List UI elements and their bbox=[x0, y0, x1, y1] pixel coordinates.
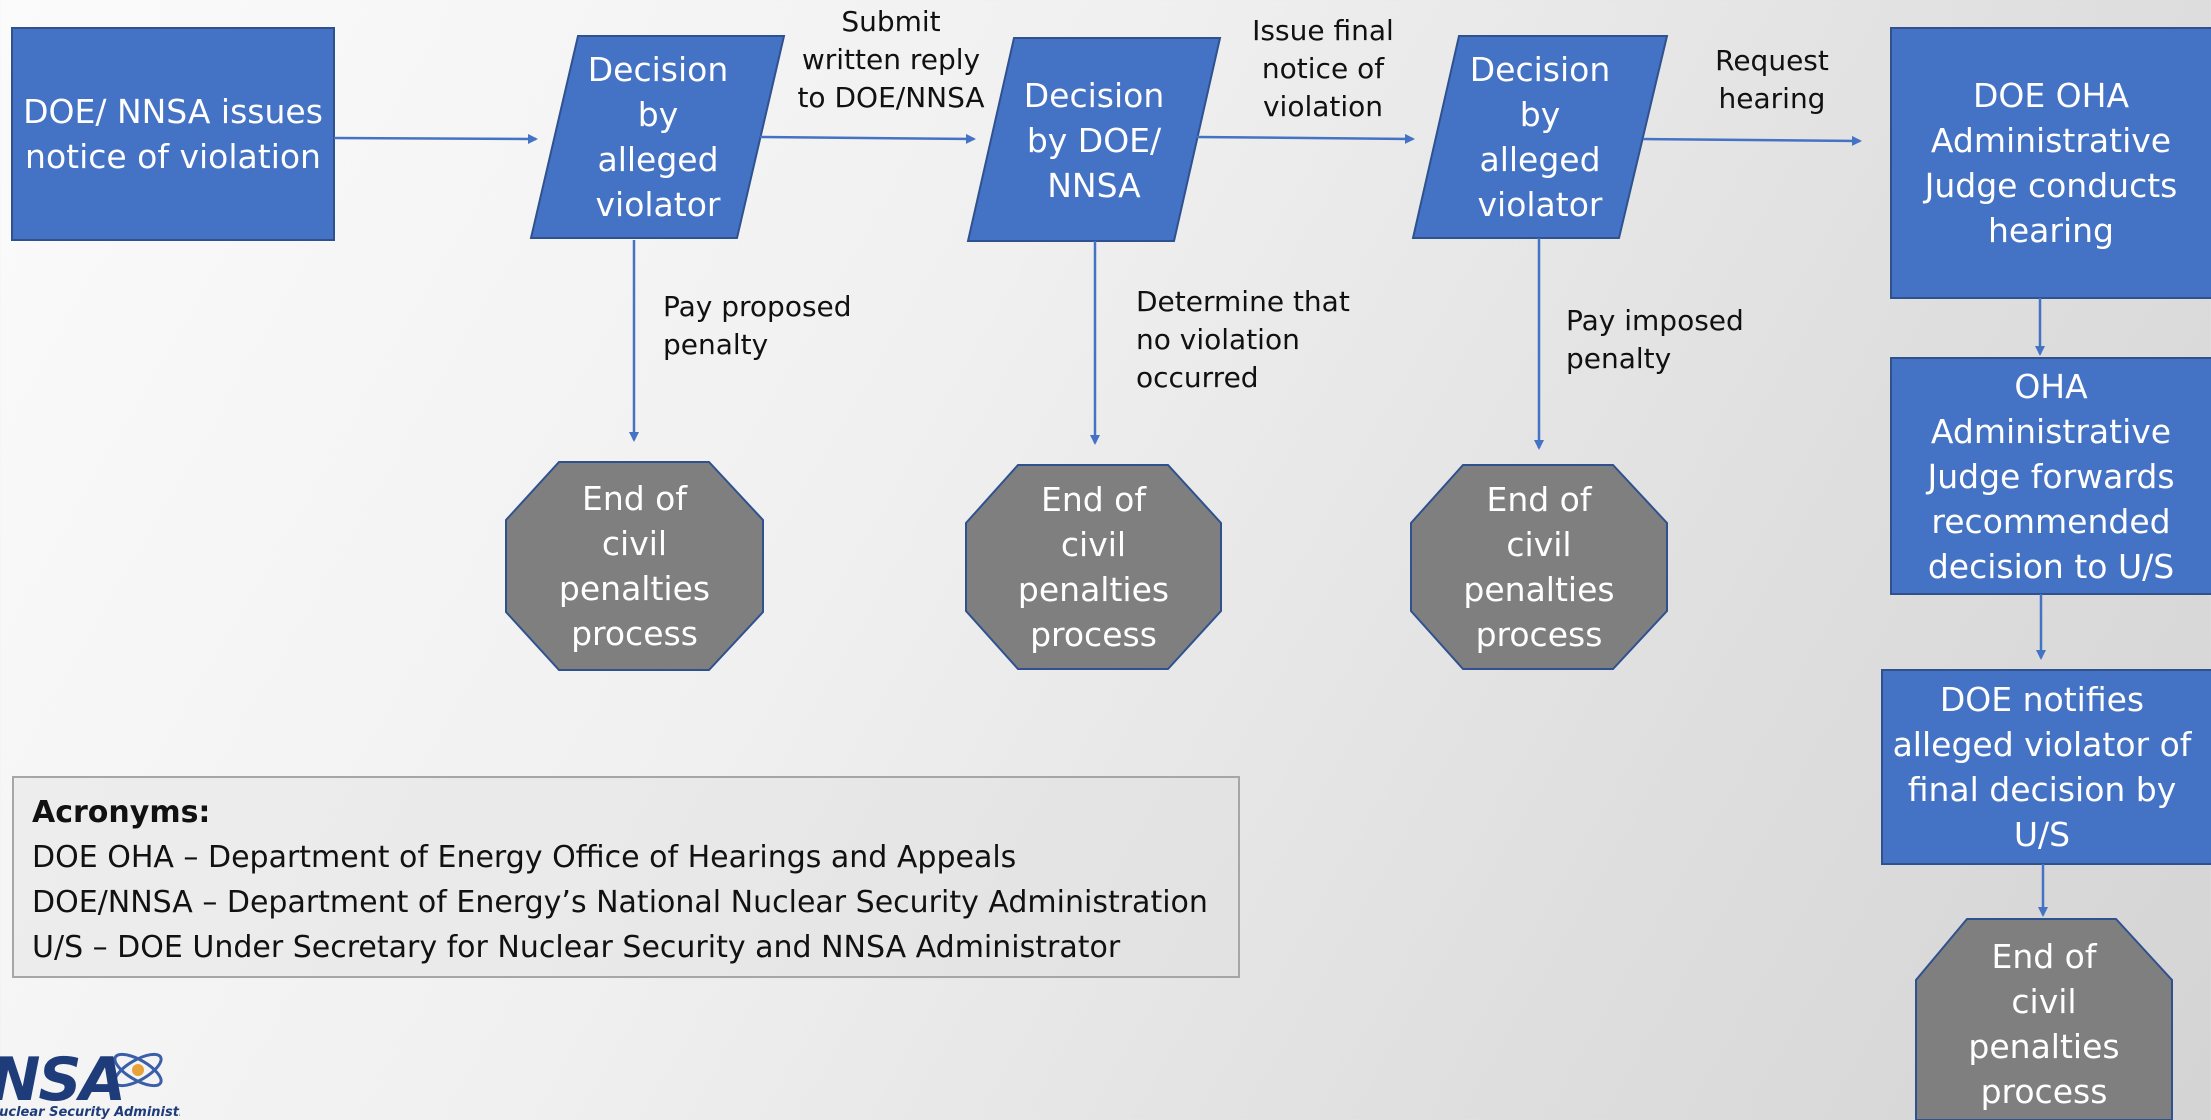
edge-label-issue-final: Issue final notice of violation bbox=[1228, 12, 1418, 126]
logo-wordmark: NNSA bbox=[0, 1045, 124, 1115]
edge-label-request-hearing: Request hearing bbox=[1690, 42, 1854, 118]
decision-violator-1-line4: violator bbox=[595, 185, 721, 224]
end-octagon-4: End of civil penalties process bbox=[1916, 927, 2172, 1120]
end-3-line3: penalties bbox=[1463, 570, 1615, 609]
oha-hearing-line4: hearing bbox=[1987, 211, 2115, 250]
oha-forwards-box-shape bbox=[1890, 357, 2211, 595]
acronym-item-nnsa: DOE/NNSA – Department of Energy’s Nation… bbox=[32, 885, 1208, 920]
end-2-line3: penalties bbox=[1017, 570, 1170, 609]
issue-final-line2: notice of bbox=[1261, 52, 1385, 85]
start-box: DOE/ NNSA issues notice of violation bbox=[12, 28, 334, 240]
end-4-line2: civil bbox=[2011, 981, 2077, 1021]
logo-tagline: National Nuclear Security Administration bbox=[0, 1105, 180, 1120]
oha-hearing-line2: Administrative bbox=[1930, 121, 2172, 160]
end-octagon-3-shape bbox=[1410, 464, 1668, 670]
end-2-line4: process bbox=[1030, 615, 1157, 654]
oha-forwards-line4: recommended bbox=[1931, 501, 2171, 541]
acronyms-title: Acronyms: bbox=[32, 795, 211, 830]
decision-doe-nnsa-line2: by DOE/ bbox=[1026, 120, 1162, 160]
pay-proposed-line2: penalty bbox=[663, 328, 769, 361]
decision-violator-1: Decision by alleged violator bbox=[556, 40, 760, 234]
oha-forwards-line5: decision to U/S bbox=[1927, 546, 2175, 586]
arrow-decision2-to-oha bbox=[1642, 135, 1862, 146]
decision-doe-nnsa-line3: NNSA bbox=[1047, 165, 1141, 205]
decision-violator-2-line4: violator bbox=[1477, 185, 1603, 224]
end-1-line2: civil bbox=[601, 524, 668, 563]
doe-notifies-box: DOE notifies alleged violator of final d… bbox=[1882, 670, 2202, 864]
doe-notifies-line3: final decision by bbox=[1907, 770, 2177, 809]
pay-imposed-line1: Pay imposed bbox=[1566, 304, 1744, 337]
decision-violator-1-line1: Decision bbox=[587, 50, 729, 89]
end-octagon-4-shape bbox=[1915, 918, 2173, 1120]
oha-forwards-line2: Administrative bbox=[1930, 411, 2172, 451]
decision-doe-nnsa-line1: Decision bbox=[1023, 75, 1165, 115]
end-3-line4: process bbox=[1475, 615, 1603, 654]
decision-violator-2-line2: by bbox=[1519, 95, 1561, 134]
end-2-line2: civil bbox=[1060, 525, 1127, 564]
doe-notifies-line1: DOE notifies bbox=[1939, 680, 2145, 719]
acronyms-legend: Acronyms: DOE OHA – Department of Energy… bbox=[12, 776, 1240, 978]
oha-hearing-line3: Judge conducts bbox=[1924, 166, 2178, 205]
submit-reply-line3: to DOE/NNSA bbox=[797, 81, 985, 114]
end-3-line2: civil bbox=[1506, 525, 1572, 564]
edge-label-submit-reply: Submit written reply to DOE/NNSA bbox=[796, 3, 986, 117]
end-1-line4: process bbox=[571, 614, 698, 653]
oha-forwards-line3: Judge forwards bbox=[1927, 456, 2175, 496]
decision-violator-2: Decision by alleged violator bbox=[1438, 40, 1642, 234]
nnsa-logo: NNSA National Nuclear Security Administr… bbox=[0, 1040, 223, 1120]
start-box-shape bbox=[11, 27, 335, 241]
decision-violator-2-line1: Decision bbox=[1469, 50, 1611, 89]
submit-reply-line2: written reply bbox=[801, 43, 981, 76]
end-1-line3: penalties bbox=[558, 569, 711, 608]
end-4-line1: End of bbox=[1991, 936, 2097, 976]
submit-reply-line1: Submit bbox=[841, 5, 941, 38]
no-violation-line1: Determine that bbox=[1136, 285, 1350, 318]
decision-doe-nnsa: Decision by DOE/ NNSA bbox=[992, 42, 1196, 238]
end-1-line1: End of bbox=[581, 479, 687, 518]
acronym-item-oha: DOE OHA – Department of Energy Office of… bbox=[32, 840, 1017, 875]
decision-doe-nnsa-shape bbox=[966, 37, 1222, 242]
issue-final-line1: Issue final bbox=[1252, 14, 1394, 47]
end-octagon-1: End of civil penalties process bbox=[506, 462, 763, 670]
edge-label-no-violation: Determine that no violation occurred bbox=[1136, 283, 1350, 397]
acronym-item-us: U/S – DOE Under Secretary for Nuclear Se… bbox=[32, 930, 1121, 965]
end-3-line1: End of bbox=[1486, 480, 1592, 519]
arrow-decision1-to-doe bbox=[759, 133, 976, 144]
decision-violator-1-line2: by bbox=[637, 95, 679, 134]
end-octagon-2: End of civil penalties process bbox=[966, 465, 1221, 669]
end-octagon-3: End of civil penalties process bbox=[1411, 465, 1667, 669]
end-octagon-1-shape bbox=[505, 461, 764, 671]
oha-hearing-box: DOE OHA Administrative Judge conducts he… bbox=[1891, 28, 2211, 298]
request-hearing-line2: hearing bbox=[1718, 82, 1826, 115]
no-violation-line3: occurred bbox=[1136, 361, 1259, 394]
end-4-line4: process bbox=[1980, 1071, 2108, 1111]
edge-label-pay-imposed: Pay imposed penalty bbox=[1566, 302, 1744, 378]
end-2-line1: End of bbox=[1040, 480, 1146, 519]
end-octagon-2-shape bbox=[965, 464, 1222, 670]
issue-final-line3: violation bbox=[1262, 90, 1384, 123]
pay-proposed-line1: Pay proposed bbox=[663, 290, 852, 323]
edge-label-pay-proposed: Pay proposed penalty bbox=[663, 288, 852, 364]
decision-violator-1-shape bbox=[529, 35, 786, 239]
decision-violator-1-line3: alleged bbox=[597, 140, 719, 179]
request-hearing-line1: Request bbox=[1715, 44, 1829, 77]
nnsa-logo-graphic: NNSA National Nuclear Security Administr… bbox=[0, 1045, 223, 1120]
end-4-line3: penalties bbox=[1968, 1026, 2120, 1066]
oha-forwards-line1: OHA bbox=[2014, 366, 2088, 406]
oha-hearing-line1: DOE OHA bbox=[1972, 76, 2130, 115]
pay-imposed-line2: penalty bbox=[1566, 342, 1672, 375]
arrow-doe-to-decision2 bbox=[1196, 133, 1415, 144]
decision-violator-2-shape bbox=[1411, 35, 1669, 239]
arrow-start-to-decision1 bbox=[333, 133, 538, 144]
doe-notifies-line2: alleged violator of bbox=[1892, 725, 2192, 764]
doe-notifies-box-shape bbox=[1881, 669, 2211, 865]
oha-hearing-box-shape bbox=[1890, 27, 2211, 299]
doe-notifies-line4: U/S bbox=[2013, 815, 2071, 854]
no-violation-line2: no violation bbox=[1136, 323, 1300, 356]
decision-violator-2-line3: alleged bbox=[1479, 140, 1601, 179]
oha-forwards-box: OHA Administrative Judge forwards recomm… bbox=[1891, 358, 2211, 594]
start-box-label: DOE/ NNSA issues notice of violation bbox=[23, 92, 323, 176]
